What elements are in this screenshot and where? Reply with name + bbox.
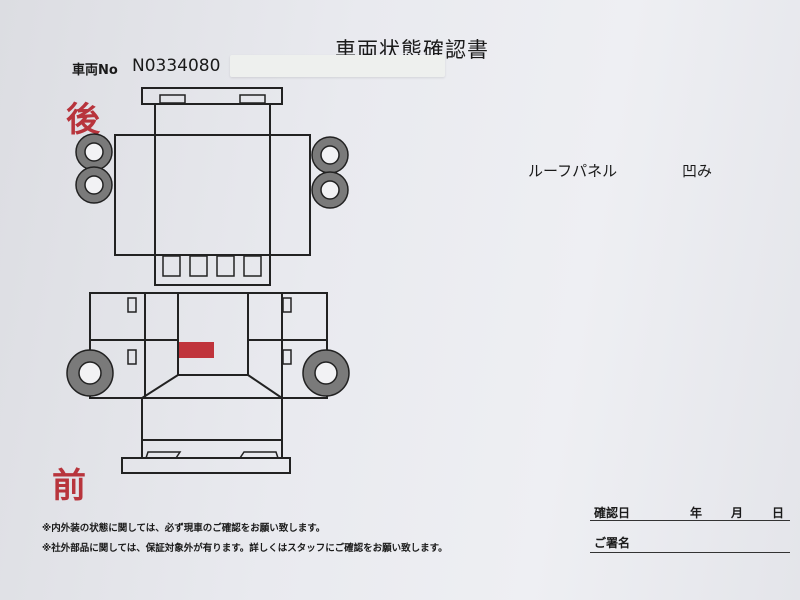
month-label: 月 <box>731 506 744 520</box>
rear-bumper <box>141 87 283 105</box>
vehicle-no-label: 車両No <box>72 63 118 78</box>
signature-line <box>590 552 790 553</box>
front-bumper <box>121 457 291 474</box>
trunk <box>154 103 271 136</box>
disclaimer-2: ※社外部品に関しては、保証対象外が有ります。詳しくはスタッフにご確認をお願い致し… <box>42 543 448 554</box>
roof-top-view <box>114 134 311 256</box>
damage-marker <box>179 342 214 358</box>
disclaimer-1: ※内外装の状態に関しては、必ず現車のご確認をお願い致します。 <box>42 523 326 534</box>
body-sides <box>89 292 328 399</box>
date-line <box>590 520 790 521</box>
hood <box>141 374 283 441</box>
day-label: 日 <box>772 506 785 520</box>
damage-part: ルーフパネル <box>528 162 618 180</box>
signature-label: ご署名 <box>594 536 631 550</box>
rear-panel <box>154 254 271 286</box>
redaction-sticker <box>230 55 445 77</box>
year-label: 年 <box>690 506 703 520</box>
front-label: 前 <box>52 466 86 506</box>
confirm-date-label: 確認日 <box>594 506 631 520</box>
vehicle-no: N0334080 <box>132 56 221 76</box>
damage-type: 凹み <box>682 162 713 180</box>
